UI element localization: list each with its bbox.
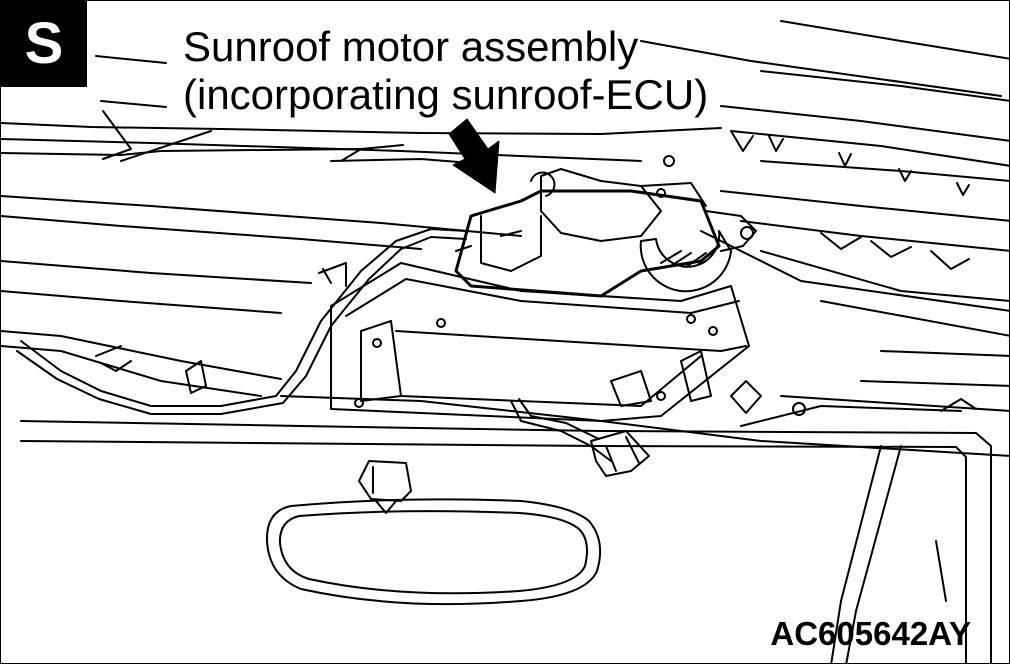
wiring-harness [16,228,650,477]
section-badge: S [1,1,87,87]
component-callout-label: Sunroof motor assembly (incorporating su… [183,23,708,119]
rear-view-mirror [265,460,602,606]
sunroof-motor-assembly [454,168,757,298]
callout-line-1: Sunroof motor assembly [183,23,639,70]
callout-arrow [448,118,500,194]
ecu-bracket [95,262,750,422]
roof-rails-right [640,20,1009,427]
callout-line-2: (incorporating sunroof-ECU) [183,71,709,118]
figure-reference-id: AC605642AY [770,615,971,652]
headliner-outline [20,420,992,663]
